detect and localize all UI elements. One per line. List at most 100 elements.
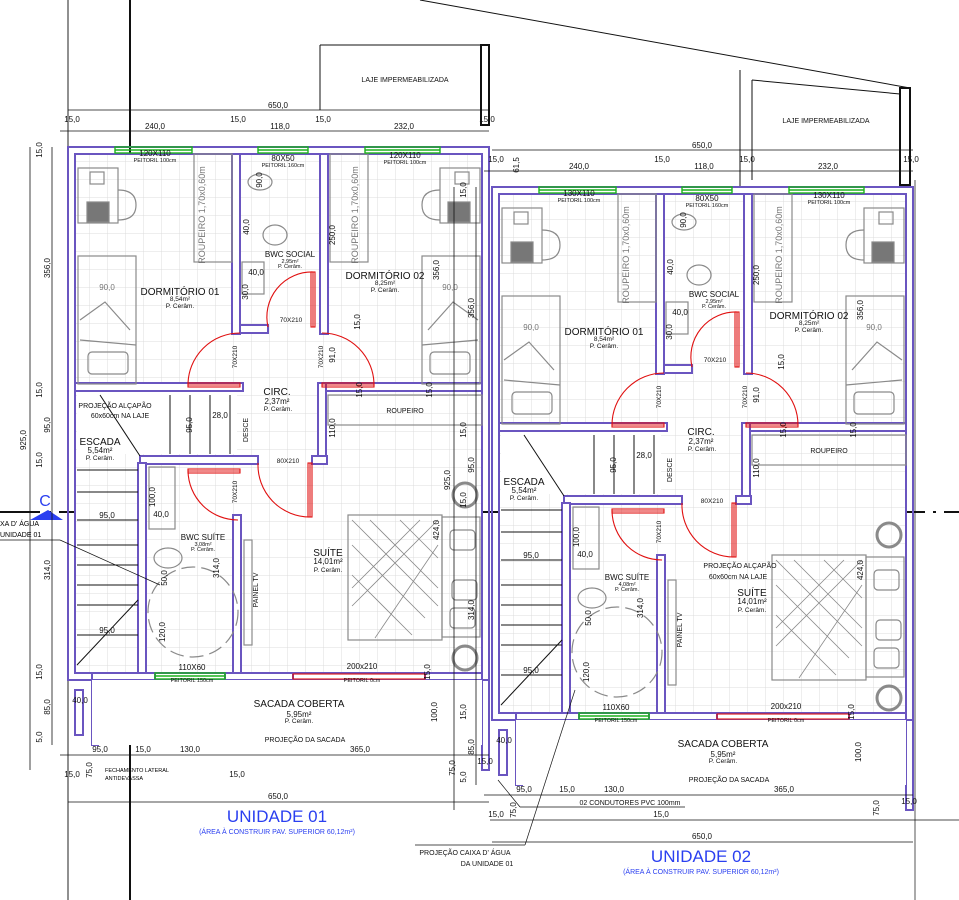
label: 95,0	[523, 551, 539, 560]
label: 15,0	[353, 314, 362, 330]
label: 100,0	[854, 741, 863, 762]
label: UNIDADE 02	[651, 847, 751, 866]
label: 130X110	[563, 189, 595, 198]
label: 95,0	[467, 457, 476, 473]
label: P. Cerâm.	[86, 455, 115, 462]
label: 314,0	[43, 559, 52, 580]
label: 15,0	[488, 810, 504, 819]
room-circulacao: CIRC. 2,37m² P. Cerâm.	[687, 427, 716, 453]
label: 15,0	[849, 422, 858, 438]
label: 15,0	[315, 115, 331, 124]
opening-labels: 120X110 PEITORIL 100cm 80X50 PEITORIL 16…	[134, 149, 427, 684]
doors	[611, 311, 850, 720]
label: 15,0	[653, 810, 669, 819]
label: PEITORIL 100cm	[808, 200, 851, 206]
label: 5,0	[459, 771, 468, 783]
label: PAINEL TV	[677, 612, 684, 647]
label: 40,0	[496, 736, 512, 745]
label: 90,0	[679, 212, 688, 228]
label: 95,0	[185, 417, 194, 433]
room-escada: ESCADA 5,54m² P. Cerâm.	[503, 477, 544, 502]
furniture	[77, 153, 483, 672]
label: PEITORIL 160cm	[686, 203, 729, 209]
label: PEITORIL 100cm	[134, 158, 177, 164]
label: 95,0	[523, 666, 539, 675]
furniture-labels: ROUPEIRO 1,70x0,60m ROUPEIRO 1,70x0,60m …	[197, 166, 424, 744]
label: 15,0	[64, 115, 80, 124]
label: 130X110	[813, 191, 845, 200]
label: BWC SUÍTE	[605, 573, 649, 582]
alcapao-note-unit-01: PROJEÇÃO ALÇAPÃO	[78, 401, 152, 410]
label: 232,0	[818, 162, 839, 171]
label: 15,0	[479, 115, 495, 124]
label: 250,0	[328, 224, 337, 245]
label: 40,0	[248, 268, 264, 277]
label: 15,0	[477, 757, 493, 766]
windows	[114, 146, 441, 680]
label: 95,0	[609, 457, 618, 473]
label: DORMITÓRIO 02	[770, 309, 849, 322]
label: 365,0	[774, 785, 795, 794]
label: P. Cerâm.	[285, 718, 314, 725]
label: ESCADA	[503, 477, 544, 488]
label: (ÁREA À CONSTRUIR PAV. SUPERIOR 60,12m²)	[623, 867, 779, 876]
label: 8,25m²	[799, 320, 820, 327]
label: DESCE	[667, 458, 674, 482]
label: P. Cerâm.	[191, 547, 216, 553]
label: 15,0	[847, 704, 856, 720]
label: ROUPEIRO	[386, 408, 424, 415]
label: 120X110	[139, 149, 171, 158]
notes: PROJEÇÃO ALÇAPÃO 60x60cm NA LAJE PROJEÇÃ…	[0, 401, 777, 868]
label: 15,0	[425, 382, 434, 398]
label: ESCADA	[79, 437, 120, 448]
label: UNIDADE 01	[227, 807, 327, 826]
unit-title: UNIDADE 01 (ÁREA À CONSTRUIR PAV. SUPERI…	[199, 807, 355, 836]
label: 15,0	[901, 797, 917, 806]
label: PEITORIL 0cm	[768, 718, 805, 724]
dim-61-5: 61,5	[512, 157, 521, 173]
label: 118,0	[694, 162, 714, 171]
room-dormitorio-02: DORMITÓRIO 02 8,25m² P. Cerâm.	[770, 309, 849, 334]
label: 14,01m²	[313, 557, 343, 566]
label: 365,0	[350, 745, 371, 754]
alcapao-note-unit-01-size: 60x60cm NA LAJE	[91, 413, 150, 420]
furniture-labels: ROUPEIRO 1,70x0,60m ROUPEIRO 1,70x0,60m …	[621, 206, 848, 784]
label: CIRC.	[687, 427, 714, 438]
label: 130,0	[180, 745, 201, 754]
label: 5,95m²	[287, 710, 312, 719]
label: 200x210	[771, 702, 802, 711]
room-bwc-social: BWC SOCIAL 2,95m² P. Cerâm.	[689, 290, 740, 310]
label: 925,0	[443, 469, 452, 490]
label: 91,0	[752, 387, 761, 403]
label: 15,0	[654, 155, 670, 164]
label: 240,0	[145, 122, 166, 131]
label: 314,0	[212, 557, 221, 578]
label: 40,0	[672, 308, 688, 317]
label: 5,54m²	[88, 446, 113, 455]
label: 15,0	[230, 115, 246, 124]
label: 85,0	[467, 739, 476, 755]
room-dormitorio-01: DORMITÓRIO 01 8,54m² P. Cerâm.	[141, 285, 220, 310]
section-marker: C	[30, 493, 63, 520]
label: 30,0	[241, 284, 250, 300]
label: 240,0	[569, 162, 590, 171]
label: 80X210	[277, 458, 300, 465]
label: 95,0	[43, 417, 52, 433]
label: 5,54m²	[512, 486, 537, 495]
label: 15,0	[777, 354, 786, 370]
label: SACADA COBERTA	[678, 739, 769, 750]
label: P. Cerâm.	[615, 587, 640, 593]
room-dormitorio-01: DORMITÓRIO 01 8,54m² P. Cerâm.	[565, 325, 644, 350]
dimension-lines	[29, 109, 489, 803]
label: 28,0	[636, 451, 652, 460]
label: 70X210	[232, 345, 239, 368]
label: CIRC.	[263, 387, 290, 398]
label: 75,0	[872, 800, 881, 816]
label: 91,0	[328, 347, 337, 363]
unit-title: UNIDADE 02 (ÁREA À CONSTRUIR PAV. SUPERI…	[623, 847, 779, 876]
label: 110X60	[179, 663, 207, 672]
label: 650,0	[692, 832, 713, 841]
label: 90,0	[99, 283, 115, 292]
label: 15,0	[135, 745, 151, 754]
label: 70X210	[280, 317, 303, 324]
